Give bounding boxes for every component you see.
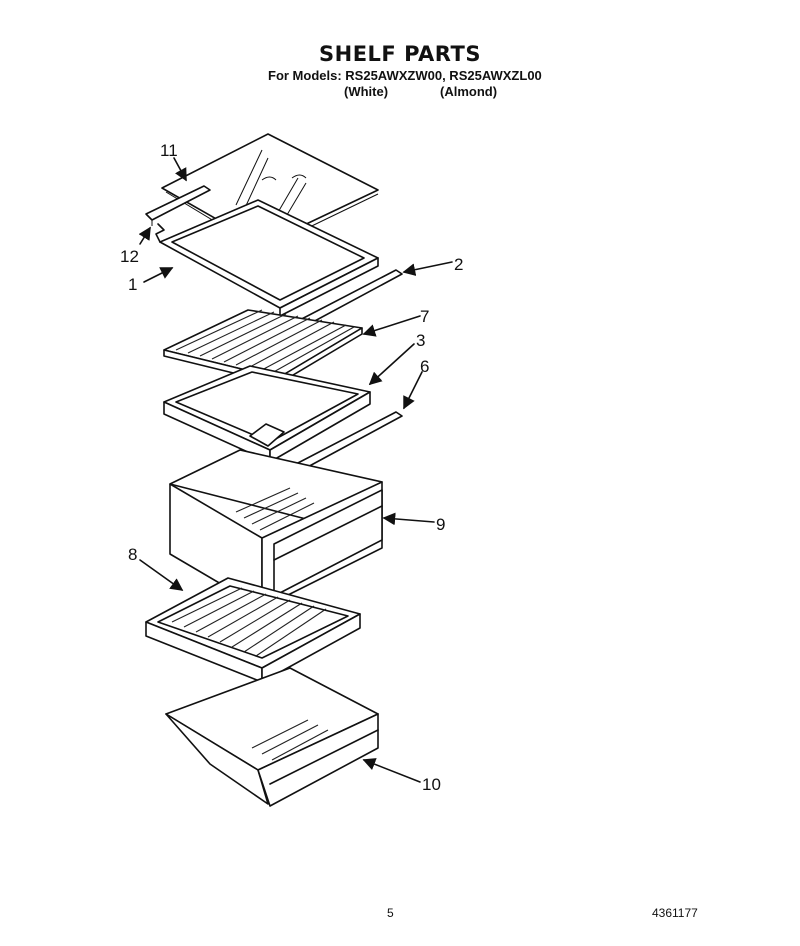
callout-8: 8 — [128, 545, 137, 564]
upper-crisper-drawer-part — [169, 449, 383, 609]
leader-lines — [138, 157, 453, 783]
variant-white: (White) — [344, 84, 389, 99]
callout-7: 7 — [420, 307, 429, 326]
callout-11: 11 — [160, 141, 178, 160]
callout-3: 3 — [416, 331, 425, 350]
callout-2: 2 — [454, 255, 463, 274]
callout-9: 9 — [436, 515, 445, 534]
lower-crisper-drawer-part — [165, 667, 379, 807]
side-trim-part — [145, 185, 211, 226]
page-title: SHELF PARTS — [319, 42, 481, 66]
document-number: 4361177 — [652, 906, 698, 920]
page-number: 5 — [387, 906, 394, 920]
cover-frame-part — [163, 365, 371, 464]
callout-1: 1 — [128, 275, 137, 294]
shelf-frame-part — [155, 199, 379, 317]
variant-almond: (Almond) — [440, 84, 498, 99]
models-line: For Models: RS25AWXZW00, RS25AWXZL00 — [268, 68, 542, 83]
callout-10: 10 — [422, 775, 441, 794]
cover-panel-part — [163, 309, 363, 385]
callout-6: 6 — [420, 357, 429, 376]
lower-cover-part — [145, 577, 361, 683]
callout-12: 12 — [120, 247, 139, 266]
